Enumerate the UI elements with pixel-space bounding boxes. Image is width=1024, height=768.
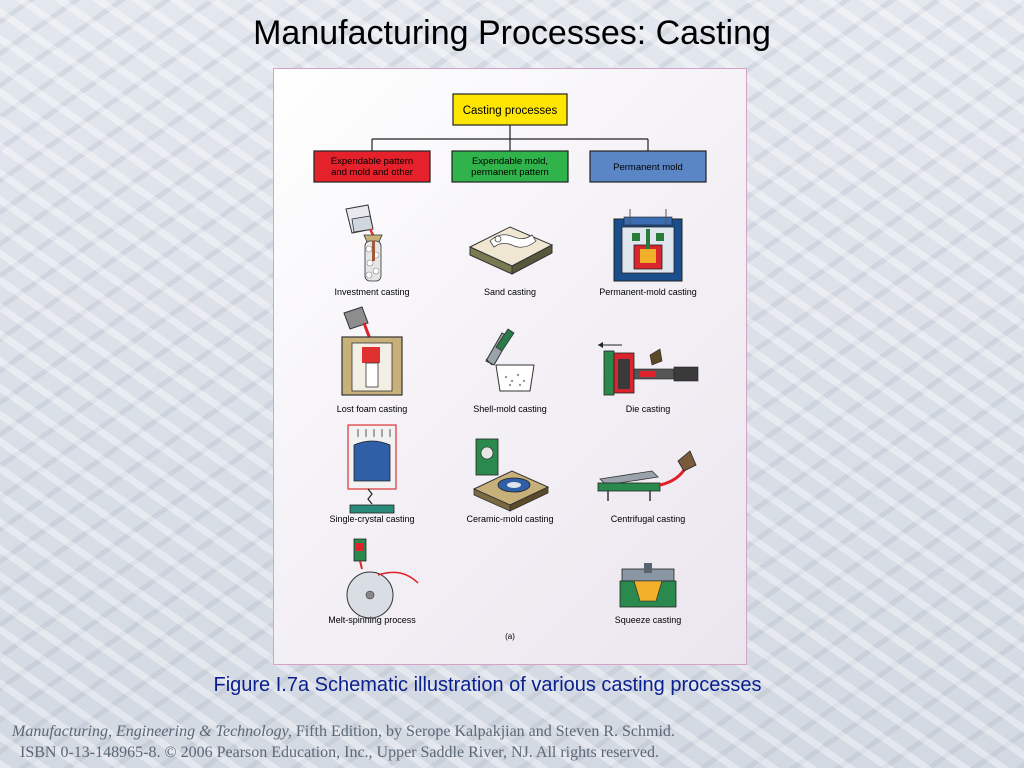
- category-expendable-mold: Expendable mold, permanent pattern: [451, 150, 569, 183]
- label-shell-mold-casting: Shell-mold casting: [473, 404, 547, 414]
- root-label: Casting processes: [463, 105, 558, 117]
- root-node: Casting processes: [452, 93, 568, 126]
- slide-title: Manufacturing Processes: Casting: [253, 14, 771, 52]
- sand-casting-icon: [468, 226, 554, 275]
- isbn-line: ISBN 0-13-148965-8. © 2006 Pearson Educa…: [20, 744, 659, 761]
- melt-spinning-icon: [346, 538, 419, 619]
- casting-diagram: Casting processes Expendable pattern and…: [313, 93, 707, 641]
- label-squeeze-casting: Squeeze casting: [615, 615, 682, 625]
- tree-connectors: [371, 125, 649, 151]
- label-permanent-mold-casting: Permanent-mold casting: [599, 287, 697, 297]
- label-single-crystal-casting: Single-crystal casting: [329, 514, 414, 524]
- label-ceramic-mold-casting: Ceramic-mold casting: [466, 514, 553, 524]
- single-crystal-casting-icon: [347, 424, 397, 514]
- permanent-mold-casting-icon: [613, 209, 683, 282]
- svg-text:Expendable pattern: Expendable pattern: [331, 156, 413, 167]
- svg-text:permanent pattern: permanent pattern: [471, 167, 549, 178]
- label-die-casting: Die casting: [626, 404, 671, 414]
- svg-text:Expendable mold,: Expendable mold,: [472, 156, 548, 167]
- copyright-footer: Manufacturing, Engineering & Technology,…: [12, 721, 1012, 763]
- svg-text:Permanent mold: Permanent mold: [613, 162, 683, 173]
- investment-casting-icon: [345, 204, 383, 282]
- lost-foam-casting-icon: [341, 306, 403, 396]
- ceramic-mold-casting-icon: [472, 438, 550, 512]
- label-lost-foam-casting: Lost foam casting: [337, 404, 408, 414]
- label-centrifugal-casting: Centrifugal casting: [611, 514, 686, 524]
- die-casting-icon: [598, 342, 699, 396]
- book-edition: Fifth Edition, by Serope Kalpakjian and …: [291, 723, 675, 740]
- category-permanent: Permanent mold: [589, 150, 707, 183]
- panel-label: (a): [505, 632, 515, 641]
- book-title: Manufacturing, Engineering & Technology,: [12, 723, 292, 740]
- casting-processes-figure: Casting processes Expendable pattern and…: [273, 68, 747, 665]
- squeeze-casting-icon: [619, 563, 677, 608]
- label-investment-casting: Investment casting: [334, 287, 409, 297]
- figure-caption: Figure I.7a Schematic illustration of va…: [213, 674, 762, 696]
- centrifugal-casting-icon: [597, 450, 697, 501]
- category-expendable: Expendable pattern and mold and other: [313, 150, 431, 183]
- shell-mold-casting-icon: [485, 328, 535, 392]
- svg-text:and mold and other: and mold and other: [331, 167, 413, 178]
- label-sand-casting: Sand casting: [484, 287, 536, 297]
- label-melt-spinning-process: Melt-spinning process: [328, 615, 416, 625]
